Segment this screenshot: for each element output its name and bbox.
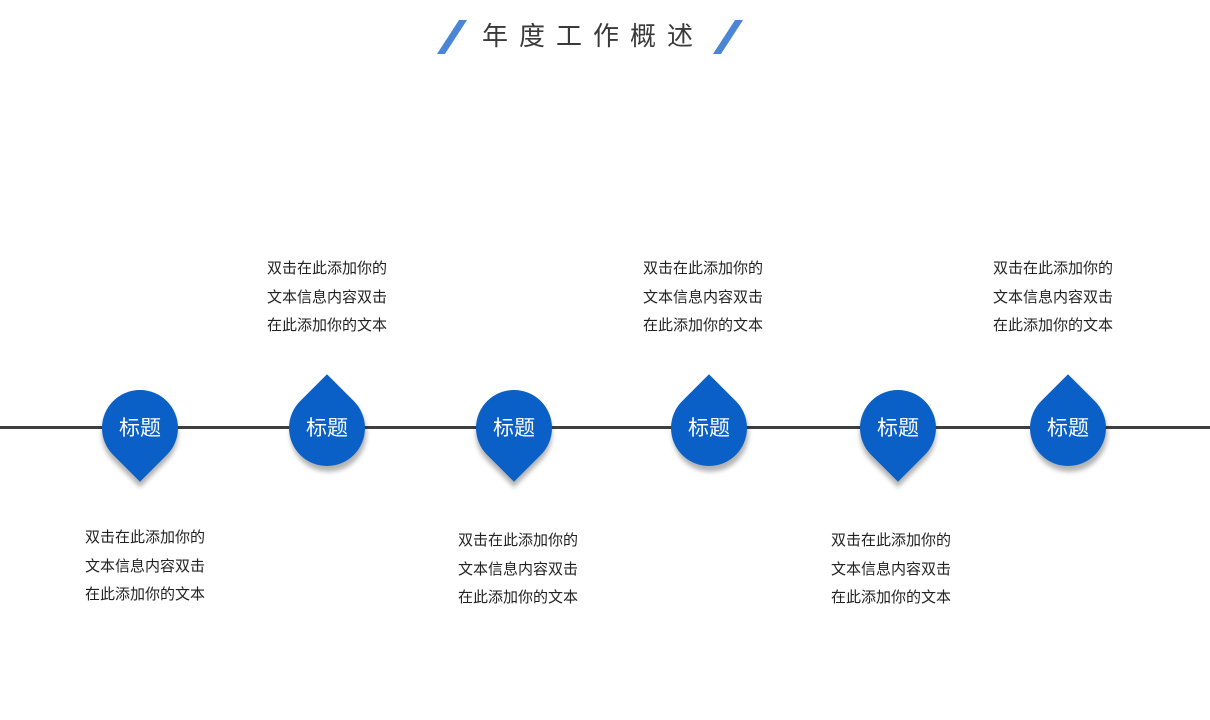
node-3-text[interactable]: 双击在此添加你的文本信息内容双击在此添加你的文本	[458, 526, 598, 612]
text-line: 文本信息内容双击	[458, 559, 579, 578]
text-line: 文本信息内容双击	[831, 559, 952, 578]
node-title: 标题	[306, 416, 348, 440]
text-line: 双击在此添加你的	[831, 531, 952, 549]
text-line: 双击在此添加你的	[85, 528, 206, 546]
text-line: 双击在此添加你的	[267, 259, 388, 277]
node-6-text[interactable]: 双击在此添加你的文本信息内容双击在此添加你的文本	[993, 254, 1133, 340]
page-title: 年度工作概述	[482, 22, 705, 52]
node-title: 标题	[119, 416, 161, 440]
node-2-text[interactable]: 双击在此添加你的文本信息内容双击在此添加你的文本	[267, 254, 407, 340]
text-line: 双击在此添加你的	[458, 531, 579, 549]
text-line: 文本信息内容双击	[267, 287, 388, 306]
text-line: 文本信息内容双击	[993, 287, 1114, 306]
text-line: 在此添加你的文本	[267, 316, 388, 334]
timeline-node-4[interactable]: 标题	[655, 374, 763, 482]
text-line: 在此添加你的文本	[458, 588, 579, 606]
text-line: 双击在此添加你的	[643, 259, 764, 277]
timeline-node-6[interactable]: 标题	[1014, 374, 1122, 482]
timeline-line	[0, 426, 1210, 429]
text-line: 在此添加你的文本	[993, 316, 1114, 334]
title-slash-left	[436, 20, 468, 54]
text-line: 文本信息内容双击	[643, 287, 764, 306]
node-title: 标题	[1047, 416, 1089, 440]
timeline-node-5[interactable]: 标题	[844, 374, 952, 482]
text-line: 双击在此添加你的	[993, 259, 1114, 277]
node-1-text[interactable]: 双击在此添加你的文本信息内容双击在此添加你的文本	[85, 523, 225, 609]
timeline-node-1[interactable]: 标题	[86, 374, 194, 482]
text-line: 在此添加你的文本	[85, 585, 206, 603]
text-line: 在此添加你的文本	[831, 588, 952, 606]
node-4-text[interactable]: 双击在此添加你的文本信息内容双击在此添加你的文本	[643, 254, 783, 340]
text-line: 在此添加你的文本	[643, 316, 764, 334]
node-title: 标题	[688, 416, 730, 440]
node-title: 标题	[493, 416, 535, 440]
title-slash-right	[712, 20, 744, 54]
node-5-text[interactable]: 双击在此添加你的文本信息内容双击在此添加你的文本	[831, 526, 971, 612]
text-line: 文本信息内容双击	[85, 556, 206, 575]
node-title: 标题	[877, 416, 919, 440]
timeline-node-3[interactable]: 标题	[460, 374, 568, 482]
timeline-node-2[interactable]: 标题	[273, 374, 381, 482]
